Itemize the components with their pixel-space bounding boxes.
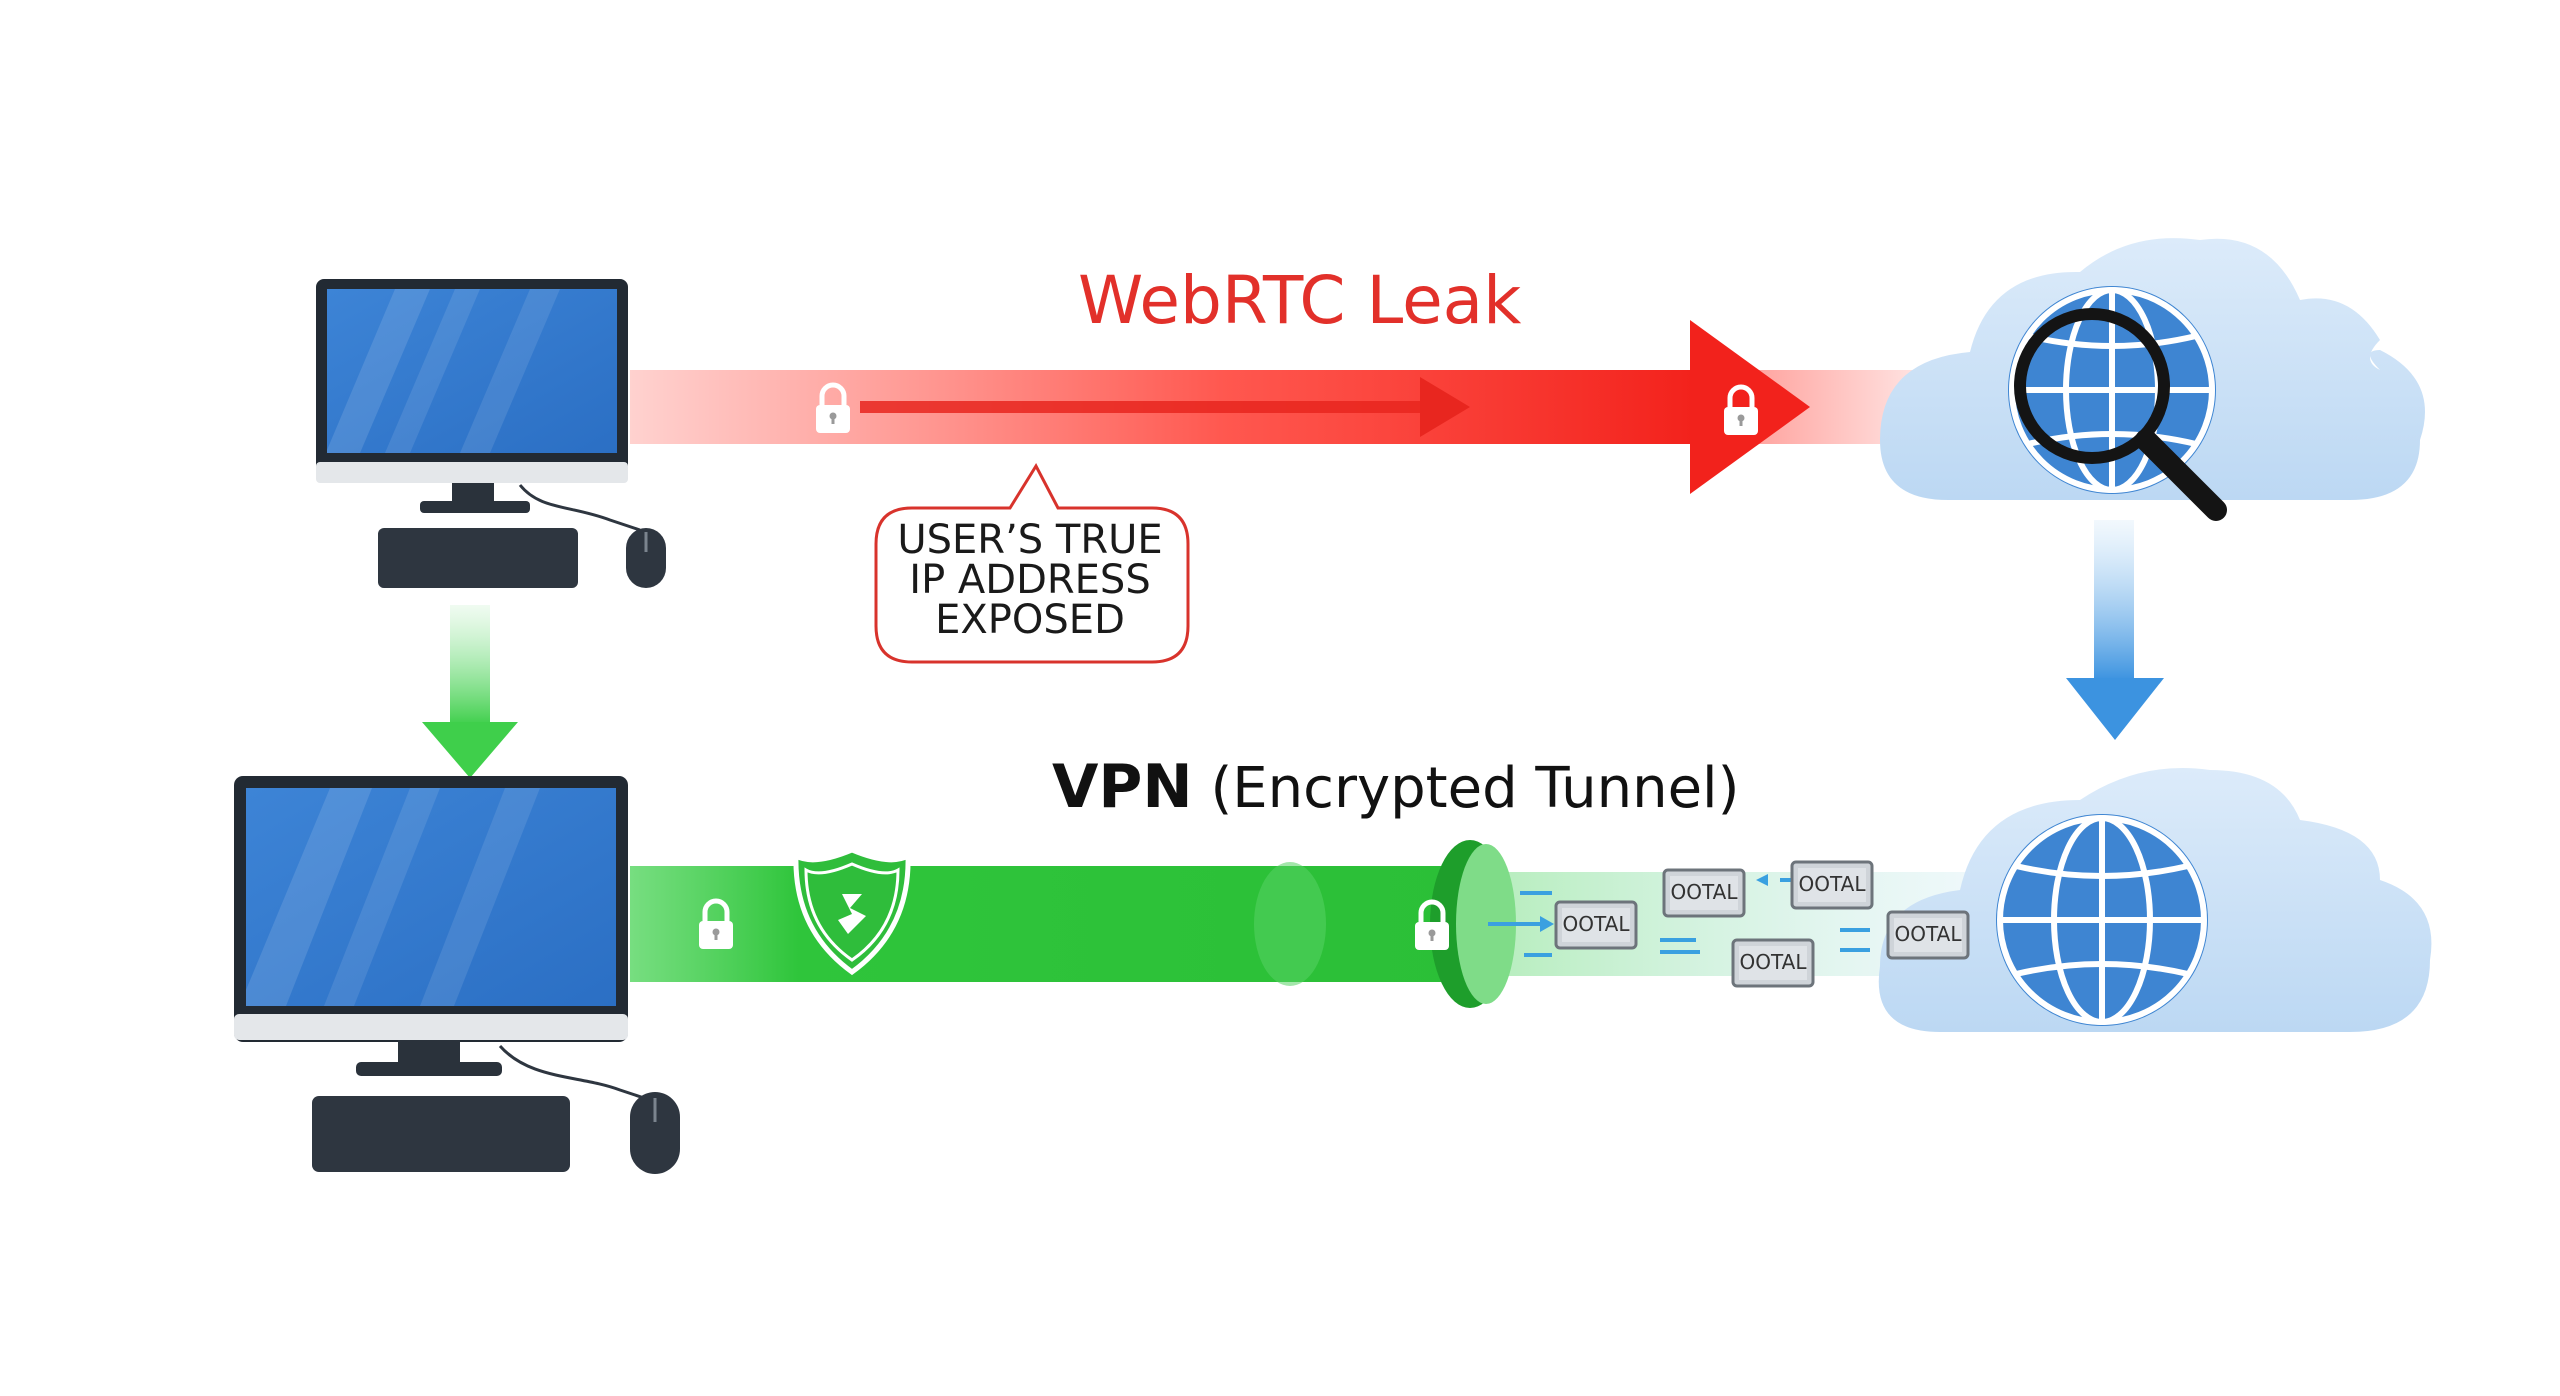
desktop-computer-icon <box>234 776 680 1174</box>
encrypted-packet: OOTAL <box>1886 910 1970 960</box>
globe-icon <box>1996 814 2208 1026</box>
leak-inner-arrowhead <box>1420 377 1470 437</box>
vpn-title: VPN (Encrypted Tunnel) <box>1052 752 1739 822</box>
callout-line: IP ADDRESS <box>909 557 1151 603</box>
computer-to-computer-arrow-shaft <box>450 605 490 725</box>
leak-inner-arrow-shaft <box>860 401 1430 413</box>
encrypted-packet: OOTAL <box>1731 938 1815 988</box>
webrtc-leak-title: WebRTC Leak <box>1078 262 1522 339</box>
desktop-computer-icon <box>316 279 666 588</box>
encrypted-packet: OOTAL <box>1662 868 1746 918</box>
packet-label: OOTAL <box>1799 872 1867 896</box>
encrypted-packet: OOTAL <box>1554 900 1638 950</box>
vpn-title-bold: VPN <box>1052 752 1193 822</box>
packet-label: OOTAL <box>1740 950 1808 974</box>
packet-label: OOTAL <box>1895 922 1963 946</box>
encrypted-packet: OOTAL <box>1790 860 1874 910</box>
magnifying-glass-icon <box>2014 308 2227 521</box>
ip-exposed-callout <box>874 462 1190 664</box>
callout-line: USER’S TRUE <box>897 517 1163 563</box>
data-flow-arrowhead <box>1540 916 1554 932</box>
ip-exposed-callout-text: USER’S TRUE IP ADDRESS EXPOSED <box>880 520 1180 640</box>
callout-line: EXPOSED <box>935 597 1125 643</box>
vpn-tunnel-beam <box>630 866 1470 982</box>
vpn-title-rest: (Encrypted Tunnel) <box>1210 756 1740 821</box>
vpn-tunnel-ring <box>1254 862 1326 986</box>
data-flow-arrowhead <box>1756 874 1768 886</box>
shield-icon <box>793 847 911 976</box>
cloud-to-cloud-arrowhead <box>2066 678 2164 740</box>
cloud-to-cloud-arrow-shaft <box>2094 520 2134 680</box>
computer-to-computer-arrowhead <box>422 722 518 778</box>
vpn-tunnel-end-face <box>1456 844 1516 1004</box>
packet-label: OOTAL <box>1671 880 1739 904</box>
packet-label: OOTAL <box>1563 912 1631 936</box>
